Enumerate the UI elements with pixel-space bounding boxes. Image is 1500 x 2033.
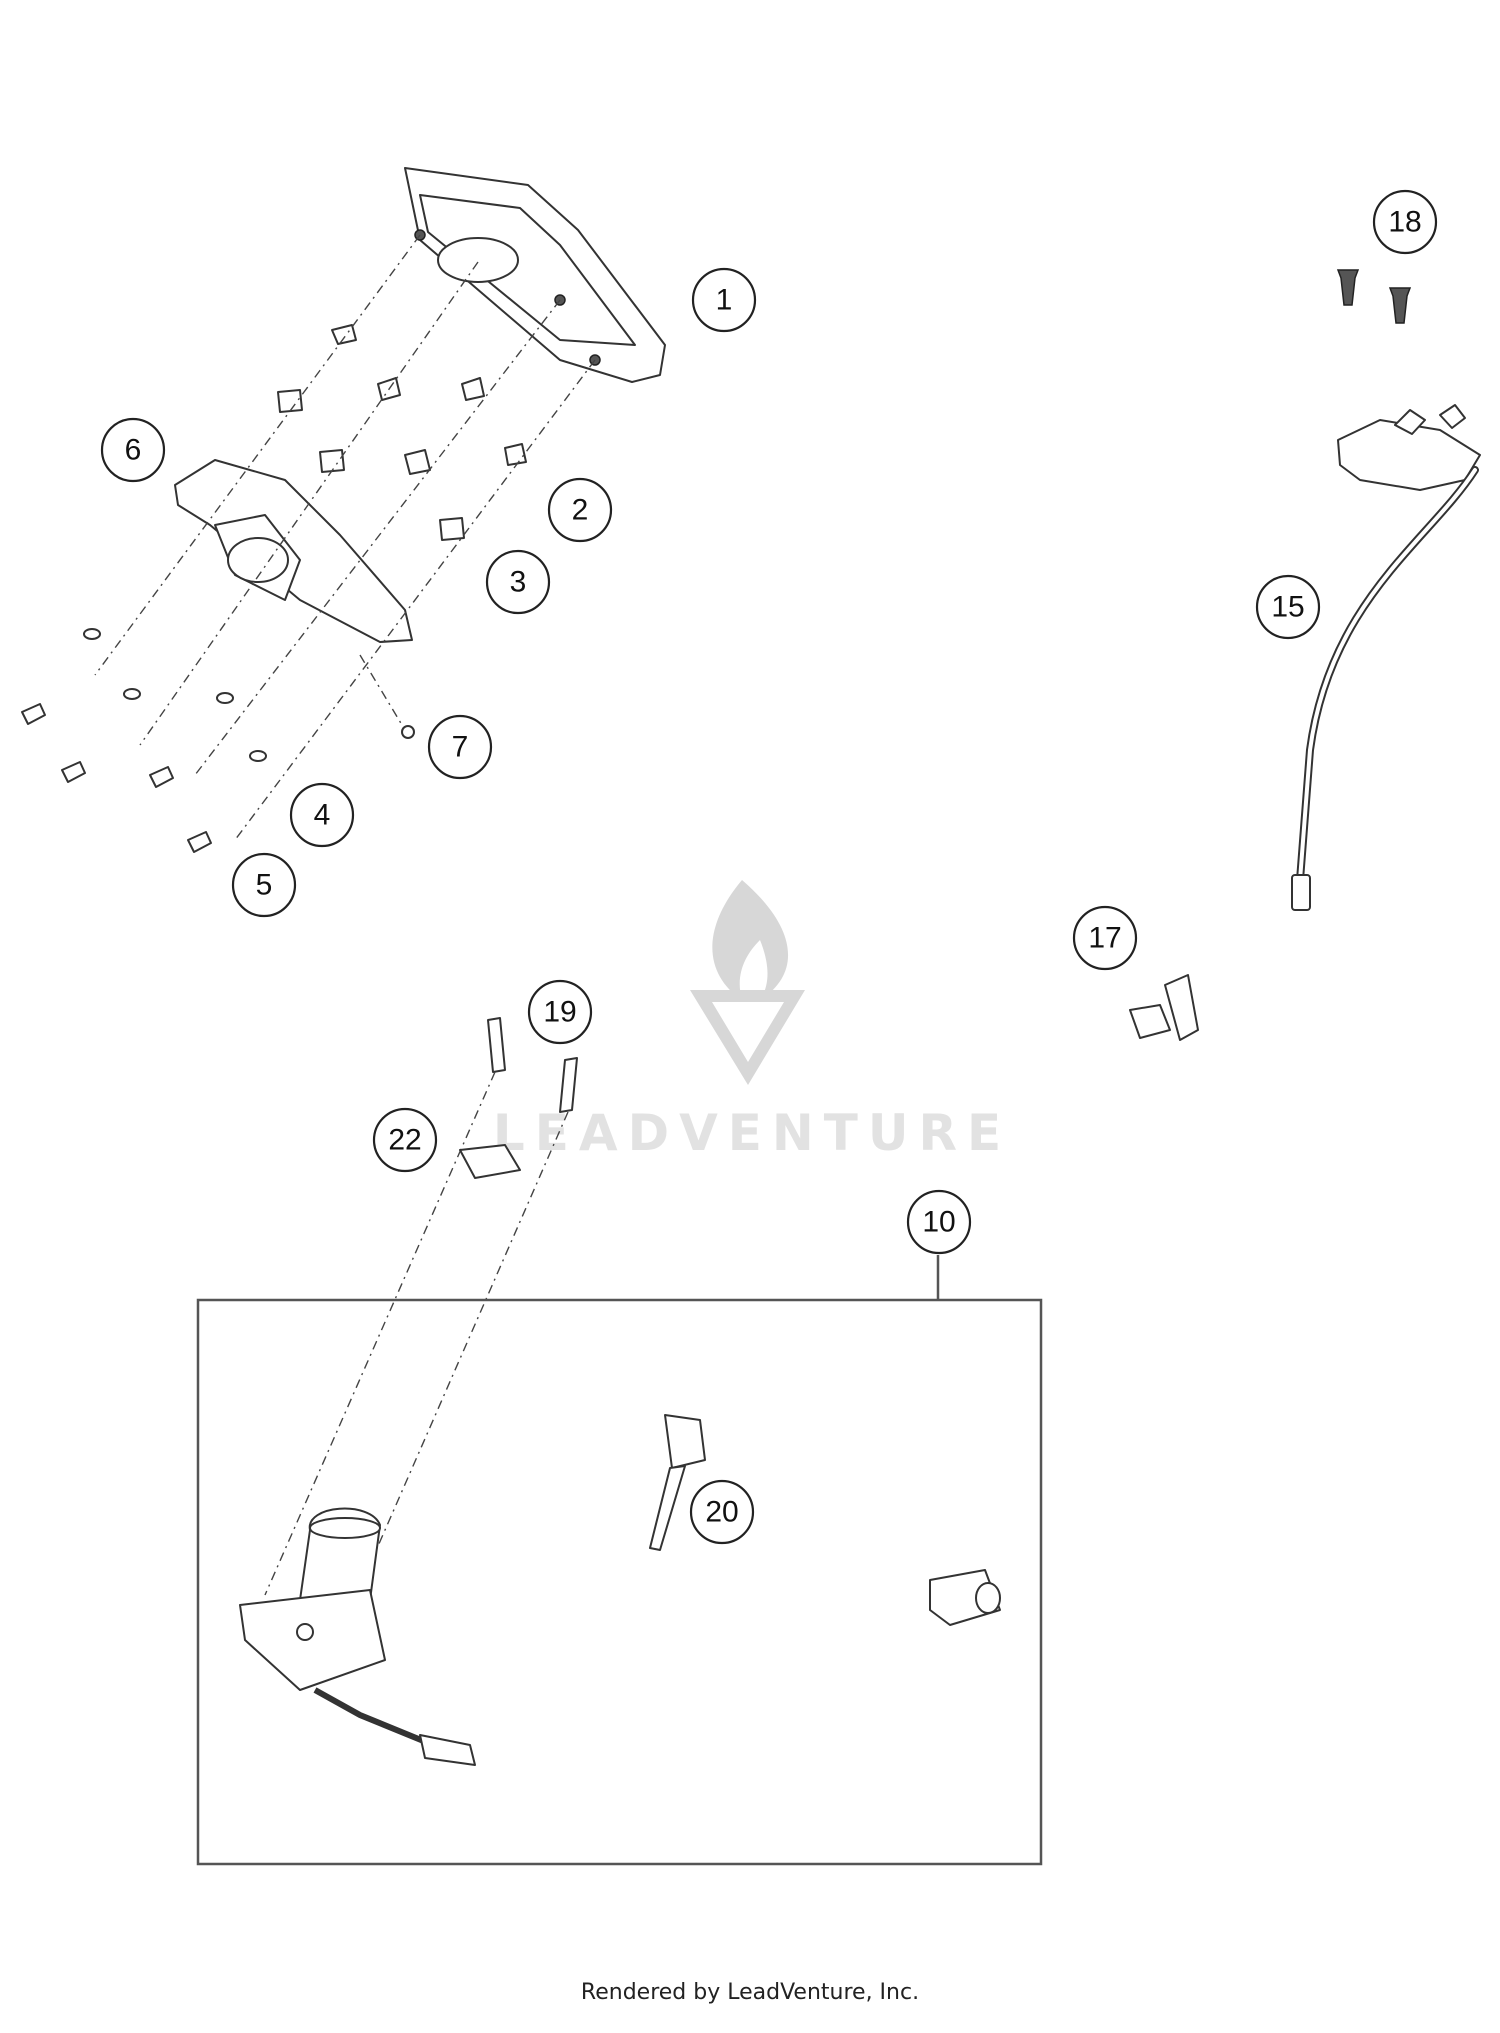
screws [21, 628, 415, 853]
leadventure-watermark: LEADVENTURE [493, 880, 1011, 1162]
screws-19 [264, 1017, 578, 1611]
callout-6: 6 [100, 417, 166, 483]
callout-20: 20 [689, 1479, 755, 1545]
svg-text:17: 17 [1088, 922, 1121, 955]
footer-credit: Rendered by LeadVenture, Inc. [580, 1980, 920, 2005]
cap-part [459, 1144, 521, 1179]
ignition-lock-set-frame [196, 1255, 1043, 1866]
grommets [277, 324, 527, 541]
svg-text:3: 3 [510, 566, 527, 599]
callout-18: 18 [1372, 189, 1438, 255]
svg-text:1: 1 [716, 284, 733, 317]
svg-text:20: 20 [705, 1496, 738, 1529]
callout-7: 7 [427, 714, 493, 780]
svg-text:4: 4 [314, 799, 331, 832]
svg-text:2: 2 [572, 494, 589, 527]
instrument-cluster-part [404, 167, 666, 383]
bracket-part [1129, 974, 1199, 1041]
svg-text:6: 6 [125, 434, 142, 467]
callout-2: 2 [547, 477, 613, 543]
callout-1: 1 [691, 267, 757, 333]
key-part [649, 1414, 706, 1551]
svg-text:10: 10 [922, 1206, 955, 1239]
callout-15: 15 [1255, 574, 1321, 640]
callout-4: 4 [289, 782, 355, 848]
ignition-lock-part [239, 1507, 476, 1766]
watermark-text: LEADVENTURE [493, 1104, 1011, 1162]
callout-10: 10 [906, 1189, 972, 1255]
svg-text:7: 7 [452, 731, 469, 764]
sensor-cable-part [1291, 404, 1481, 911]
svg-text:19: 19 [543, 996, 576, 1029]
lock-cylinder-part [929, 1569, 1001, 1626]
callout-3: 3 [485, 549, 551, 615]
holder-bracket-part [174, 459, 413, 643]
svg-text:15: 15 [1271, 591, 1304, 624]
callout-19: 19 [527, 979, 593, 1045]
svg-text:5: 5 [256, 869, 273, 902]
callout-17: 17 [1072, 905, 1138, 971]
screws-18 [1336, 269, 1412, 324]
cluster-leader-lines [94, 234, 596, 841]
svg-text:22: 22 [388, 1124, 421, 1157]
callout-22: 22 [372, 1107, 438, 1173]
callout-5: 5 [231, 852, 297, 918]
svg-text:18: 18 [1388, 206, 1421, 239]
